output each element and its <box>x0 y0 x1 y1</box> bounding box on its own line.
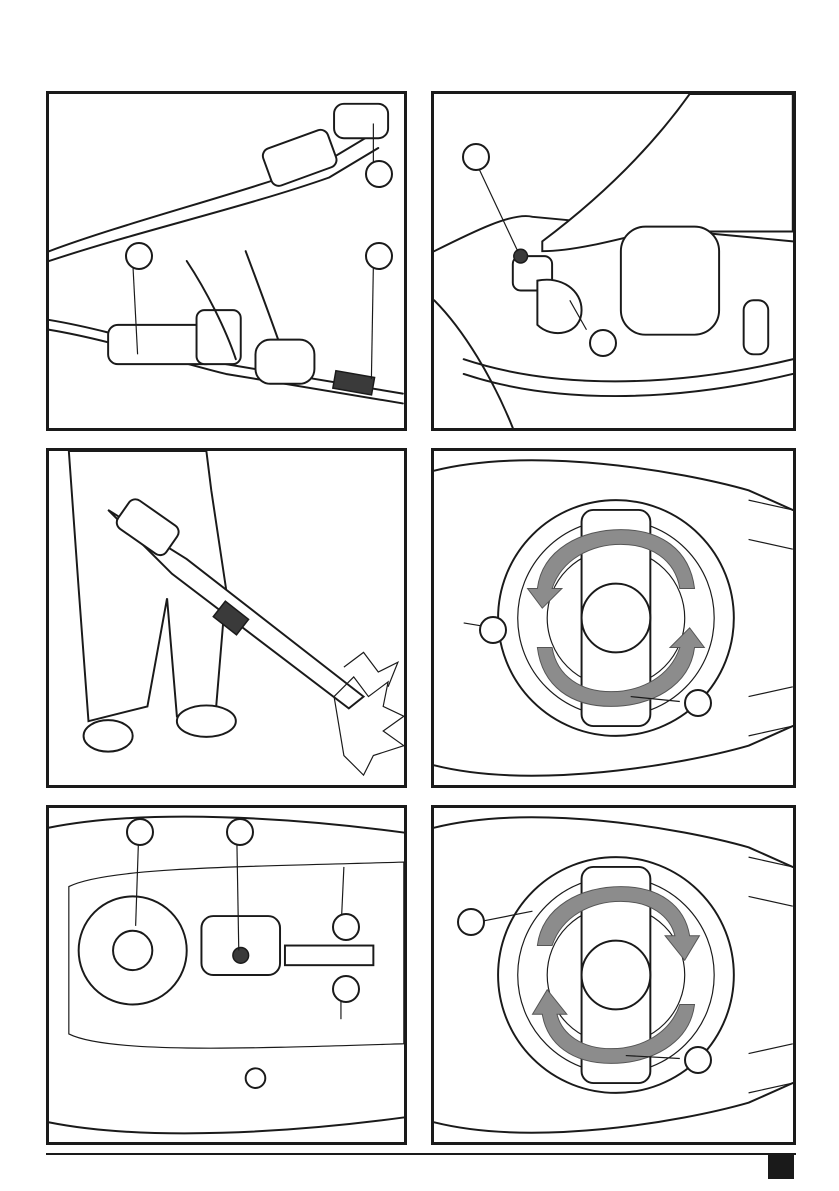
callout-marker <box>332 913 360 941</box>
callout-marker <box>332 975 360 1003</box>
blower-illustration <box>49 451 404 785</box>
callout-marker <box>365 160 393 188</box>
callout-marker <box>479 616 507 644</box>
callout-marker <box>126 818 154 846</box>
callout-marker <box>684 689 712 717</box>
figure-panel-4 <box>431 448 796 788</box>
callout-marker <box>226 818 254 846</box>
figure-panel-3 <box>46 448 407 788</box>
spool-tighten-illustration <box>434 808 793 1142</box>
callout-marker <box>589 329 617 357</box>
lock-button-illustration <box>434 94 793 428</box>
callout-marker <box>457 908 485 936</box>
figure-panel-2 <box>431 91 796 431</box>
figure-panel-6 <box>431 805 796 1145</box>
figure-panel-5 <box>46 805 407 1145</box>
pole-saw-illustration <box>49 94 404 428</box>
black-square-icon <box>768 1153 794 1179</box>
callout-marker <box>684 1046 712 1074</box>
figure-panel-1 <box>46 91 407 431</box>
callout-marker <box>462 143 490 171</box>
callout-marker <box>125 242 153 270</box>
footer-rule <box>46 1153 796 1155</box>
callout-marker <box>365 242 393 270</box>
